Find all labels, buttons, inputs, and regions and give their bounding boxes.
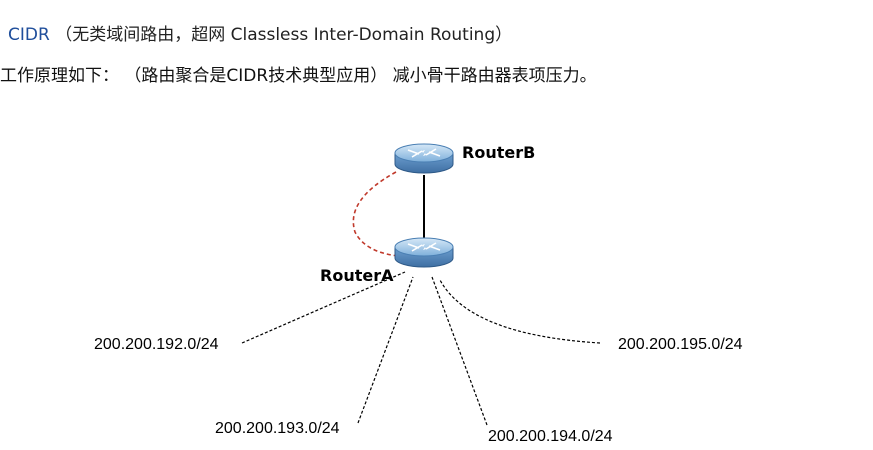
router-a-label: RouterA bbox=[320, 266, 394, 285]
router-icon bbox=[394, 237, 454, 268]
description-text: 工作原理如下： （路由聚合是CIDR技术典型应用） 减小骨干路由器表项压力。 bbox=[0, 66, 597, 86]
router-icon bbox=[394, 143, 454, 174]
link-network-195 bbox=[439, 279, 601, 344]
aggregate-route-path bbox=[352, 171, 399, 257]
network-label-195: 200.200.195.0/24 bbox=[618, 336, 743, 353]
page-title: CIDR （无类域间路由，超网 Classless Inter-Domain R… bbox=[8, 20, 512, 45]
link-network-194 bbox=[431, 276, 488, 426]
network-label-192: 200.200.192.0/24 bbox=[94, 336, 219, 353]
router-b-label: RouterB bbox=[462, 143, 535, 162]
network-label-194: 200.200.194.0/24 bbox=[488, 428, 613, 445]
title-acronym: CIDR bbox=[8, 25, 50, 45]
title-rest: （无类域间路由，超网 Classless Inter-Domain Routin… bbox=[49, 25, 513, 45]
network-label-193: 200.200.193.0/24 bbox=[215, 420, 340, 437]
link-network-193 bbox=[357, 276, 414, 424]
